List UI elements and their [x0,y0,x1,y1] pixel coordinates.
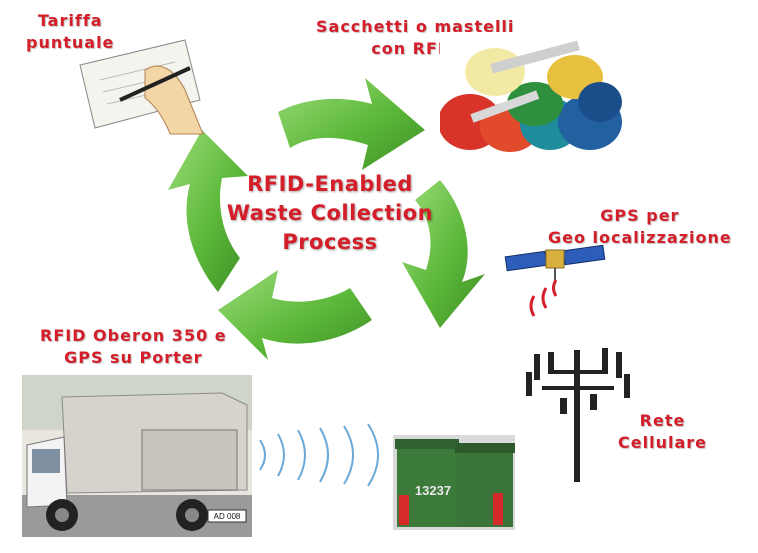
rfid-oberon-label-line1: RFID Oberon 350 e [40,326,227,345]
sacchetti-label-line2: con RFID [371,39,460,58]
gps-label-line1: GPS per [600,206,680,225]
tariffa-label-line2: puntuale [26,33,115,52]
sacchetti-label: Sacchetti o mastelli con RFID [316,16,514,60]
hand-writing-check-image [79,39,204,135]
rfid-oberon-label: RFID Oberon 350 e GPS su Porter [40,325,227,369]
center-title: RFID-Enabled Waste Collection Process [205,170,455,257]
satellite-icon [504,244,606,317]
rete-label: Rete Cellulare [618,410,707,454]
sacchetti-label-line1: Sacchetti o mastelli [316,17,515,36]
left-arrow [168,130,248,292]
center-title-line3: Process [282,230,378,254]
rete-label-line1: Rete [639,411,686,430]
rete-label-line2: Cellulare [618,433,707,452]
bin-number: 13237 [415,483,451,498]
tariffa-label: Tariffa puntuale [26,10,114,54]
cell-tower-icon [526,348,630,482]
right-arrow [402,180,485,328]
recycling-arrows [168,78,485,360]
truck-plate: AD 008 [214,512,241,521]
garbage-truck-image: AD 008 [22,375,252,537]
top-arrow [278,78,425,170]
center-title-line2: Waste Collection [226,201,434,225]
gps-label-line2: Geo localizzazione [548,228,732,247]
center-title-line1: RFID-Enabled [247,172,413,196]
rfid-radio-waves [259,423,379,487]
tariffa-label-line1: Tariffa [37,11,103,30]
bottom-arrow [218,270,372,360]
rfid-oberon-label-line2: GPS su Porter [64,348,203,367]
rfid-bags-image [440,32,625,152]
gps-label: GPS per Geo localizzazione [548,205,732,249]
green-bins-image: 13237 [393,435,515,530]
